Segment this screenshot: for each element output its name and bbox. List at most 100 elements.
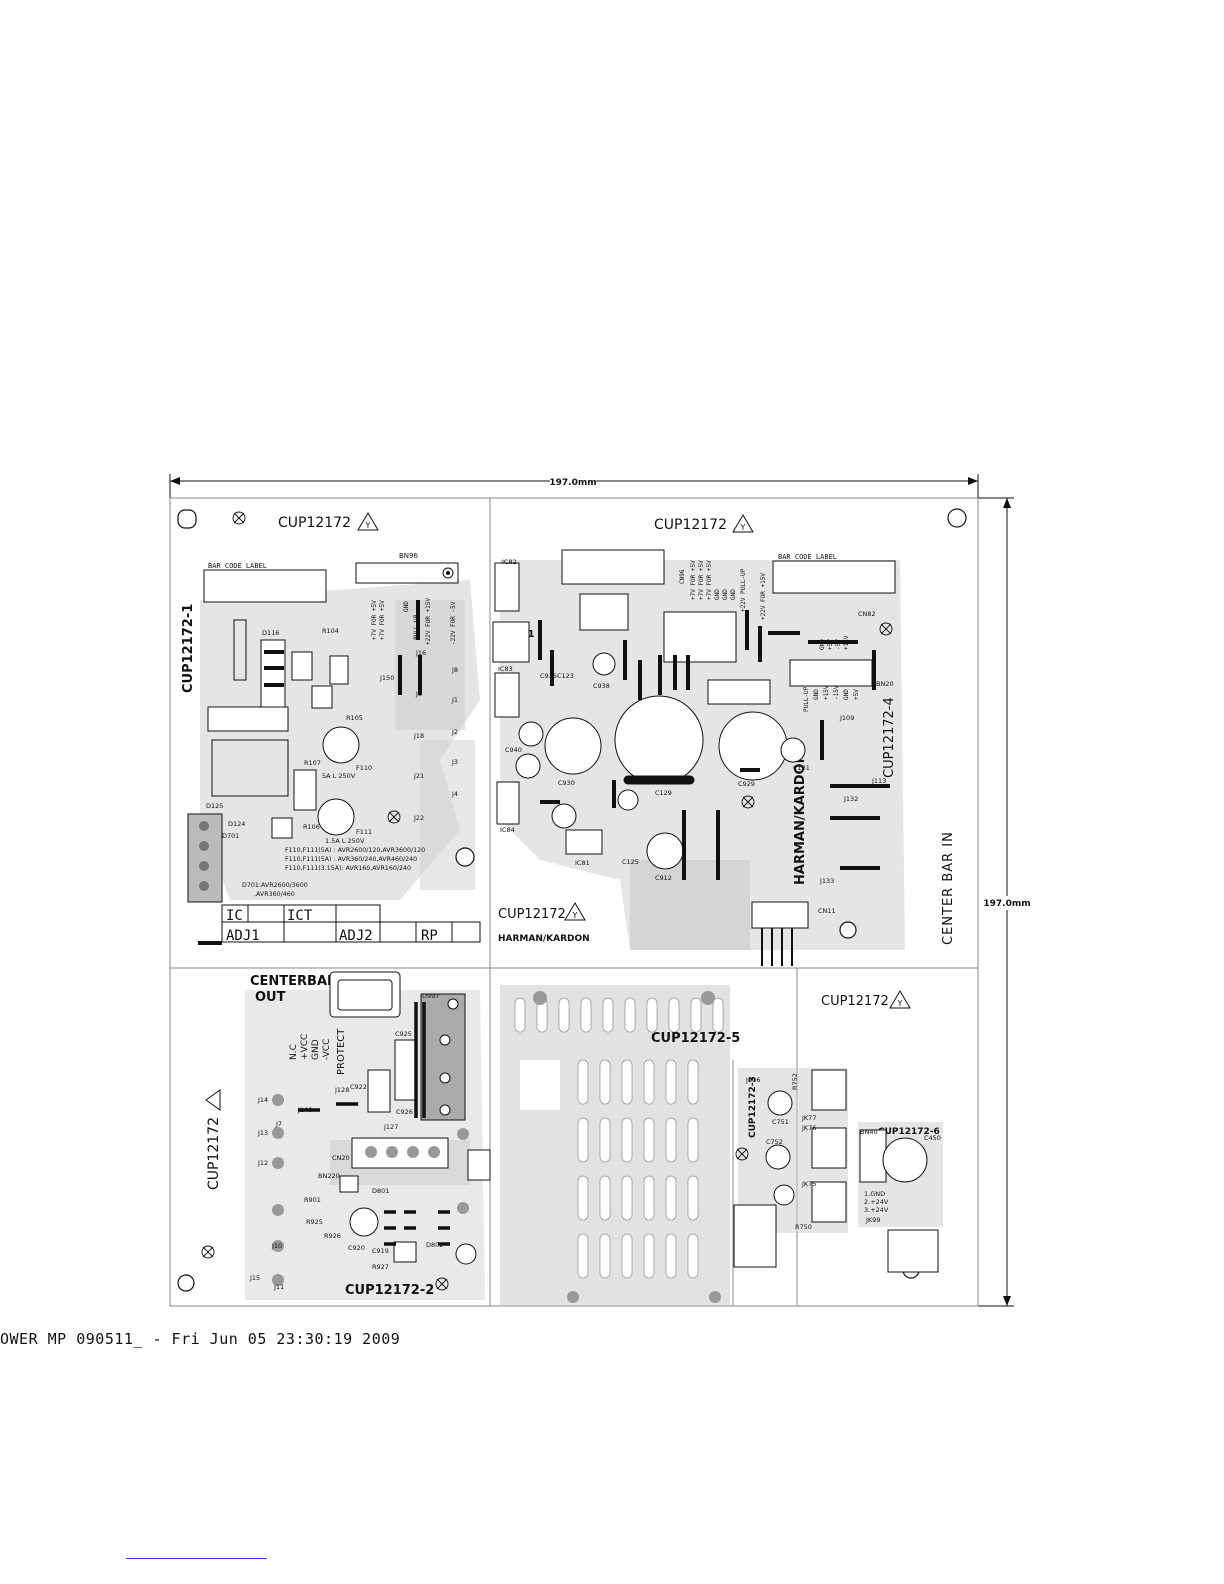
svg-text:J127: J127 — [383, 1123, 398, 1131]
heatsink-pads — [533, 991, 721, 1303]
board3-components — [733, 1069, 847, 1268]
svg-text:CN96: CN96 — [679, 569, 686, 584]
svg-text:Y: Y — [740, 523, 746, 532]
protect-label: PROTECT — [336, 1028, 347, 1075]
fiducial-marks — [201, 511, 893, 1291]
svg-text:F110,F111(3.15A): AVR160,AVR16: F110,F111(3.15A): AVR160,AVR160/240 — [285, 865, 411, 872]
svg-text:R750: R750 — [795, 1223, 812, 1231]
svg-text:J5: J5 — [415, 690, 422, 698]
svg-text:BN96: BN96 — [399, 552, 418, 560]
bottom-rule — [126, 1558, 267, 1559]
svg-text:R107: R107 — [304, 759, 321, 767]
board-outline — [169, 497, 979, 1307]
board6-components — [859, 1129, 939, 1273]
svg-text:IC83: IC83 — [498, 665, 513, 673]
svg-text:+15V: +15V — [823, 685, 830, 700]
svg-text:D125: D125 — [206, 802, 223, 810]
svg-text:+5V: +5V — [853, 689, 860, 700]
svg-text:D116: D116 — [262, 629, 279, 637]
svg-text:+22V FOR +15V: +22V FOR +15V — [760, 573, 767, 620]
svg-text:ADJ2: ADJ2 — [339, 928, 373, 944]
board1-labels: R104 D116 R105 R107 R106 D125 D124 D701 … — [206, 627, 458, 845]
svg-text:C938: C938 — [593, 682, 610, 690]
svg-text:IC82: IC82 — [502, 558, 517, 566]
mounting-holes — [177, 508, 967, 1292]
svg-text:R925: R925 — [306, 1218, 323, 1226]
svg-text:+7V FOR +5V: +7V FOR +5V — [706, 560, 713, 600]
svg-text:CUP12172: CUP12172 — [821, 994, 889, 1009]
svg-text:BN20: BN20 — [876, 680, 894, 688]
svg-text:+5V: +5V — [827, 639, 834, 650]
svg-text:C751: C751 — [772, 1118, 789, 1126]
board-id-cup3: CUP12172-3 — [748, 1076, 758, 1138]
svg-text:C131: C131 — [793, 764, 810, 772]
svg-text:F111: F111 — [356, 828, 372, 836]
svg-text:J22: J22 — [413, 814, 424, 822]
svg-text:BN220: BN220 — [318, 1172, 340, 1180]
svg-text:C940: C940 — [505, 746, 522, 754]
svg-text:J132: J132 — [843, 795, 858, 803]
svg-text:+15V: +15V — [843, 635, 850, 650]
board-label-right-small: CUP12172 Y — [821, 990, 911, 1009]
svg-text:F110,F111(5A) : AVR2600/120,A: F110,F111(5A) : AVR2600/120,AVR3600/120 — [285, 847, 425, 854]
svg-text:CUP12172: CUP12172 — [278, 515, 351, 531]
svg-text:D124: D124 — [228, 820, 245, 828]
svg-text:IC84: IC84 — [500, 826, 515, 834]
svg-text:C920: C920 — [348, 1244, 365, 1252]
heatsink-slots — [514, 997, 724, 1279]
svg-text:CN11: CN11 — [818, 907, 836, 915]
svg-text:C450: C450 — [924, 1134, 941, 1142]
svg-text:2.+24V: 2.+24V — [864, 1198, 889, 1206]
svg-text:+7V FOR +5V: +7V FOR +5V — [698, 560, 705, 600]
cn96-pin-labels: CN96 +7V FOR +5V +7V FOR +5V +7V FOR +5V… — [679, 560, 767, 620]
svg-text:J7: J7 — [275, 1120, 282, 1128]
svg-text:J14: J14 — [257, 1096, 268, 1104]
board1-black-traces — [198, 600, 422, 945]
board-label-mid-center: CUP12172 Y — [498, 902, 586, 922]
board-id-cup5: CUP12172-5 — [651, 1031, 740, 1046]
bar-code-label-2: BAR CODE LABEL — [772, 553, 896, 594]
svg-text:-15V: -15V — [833, 685, 840, 700]
dimension-width-label: 197.0mm — [549, 478, 596, 488]
cn82-pin-labels: GND +5V -5V +15V — [819, 635, 850, 650]
svg-text:J10: J10 — [271, 1242, 282, 1250]
svg-text:J2: J2 — [451, 728, 458, 736]
svg-text:D997: D997 — [422, 992, 439, 1000]
svg-text:C125: C125 — [622, 858, 639, 866]
brand-small: HARMAN/KARDON — [498, 934, 590, 944]
svg-text:GND: GND — [843, 689, 850, 700]
svg-text:+7V FOR +5V: +7V FOR +5V — [371, 600, 378, 640]
svg-text:GND: GND — [813, 689, 820, 700]
svg-text:C912: C912 — [655, 874, 672, 882]
board-id-cup6: CUP12172-6 — [878, 1127, 940, 1137]
svg-text:GND: GND — [722, 589, 729, 600]
svg-text:ADJ1: ADJ1 — [226, 928, 260, 944]
svg-text:CUP12172: CUP12172 — [206, 1117, 222, 1190]
svg-text:GND: GND — [714, 589, 721, 600]
board4-labels: IC82 IC83 IC84 IC81 C940 C930 C129 C929 … — [498, 558, 894, 915]
centerbar-out-label-2: OUT — [255, 990, 286, 1005]
svg-text:C926: C926 — [396, 1108, 413, 1116]
board2-labels: D997 C925 C922 C926 J127 J128 J140 R901 … — [249, 992, 443, 1291]
centerbar-pin-labels: N.C +VCC GND -VCC — [289, 1034, 332, 1060]
svg-text:ICT: ICT — [287, 908, 313, 924]
svg-text:CUP12172: CUP12172 — [654, 517, 727, 533]
svg-text:BAR CODE LABEL: BAR CODE LABEL — [208, 562, 267, 570]
svg-text:JK75: JK75 — [801, 1180, 816, 1188]
svg-text:F110,F111(5A) : AVR360/240,AV: F110,F111(5A) : AVR360/240,AVR460/240 — [285, 856, 417, 863]
svg-text:J21: J21 — [413, 772, 424, 780]
small-board-labels: J106 R752 C751 C752 JK77 JK76 JK75 R750 … — [745, 1073, 941, 1231]
svg-text:C129: C129 — [655, 789, 672, 797]
svg-text:D802: D802 — [426, 1241, 443, 1249]
centerbar-out-label-1: CENTERBAR — [250, 974, 337, 989]
dimension-height-label: 197.0mm — [983, 899, 1030, 909]
svg-text:J109: J109 — [839, 714, 854, 722]
board4-components — [492, 549, 873, 929]
svg-text:BAR CODE LABEL: BAR CODE LABEL — [778, 553, 837, 561]
svg-text:J133: J133 — [819, 877, 834, 885]
svg-text:J113: J113 — [871, 777, 886, 785]
svg-text:D801: D801 — [372, 1187, 389, 1195]
svg-text:JK76: JK76 — [801, 1124, 816, 1132]
svg-text:1.5A L 250V: 1.5A L 250V — [325, 837, 365, 845]
